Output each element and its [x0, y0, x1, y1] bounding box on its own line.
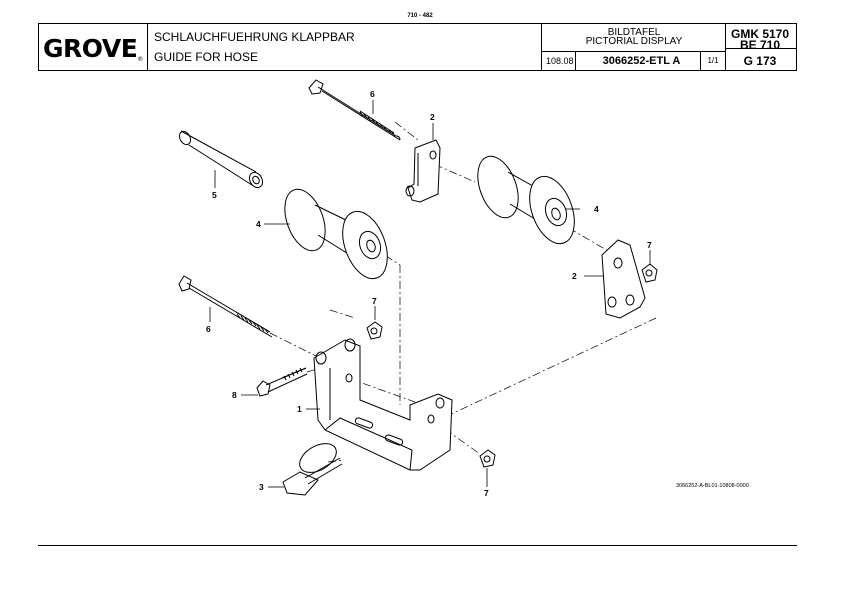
callout-1: 1	[297, 404, 302, 414]
grove-logo: GROVE®	[43, 34, 143, 63]
footer-rule	[38, 545, 797, 546]
section-label: BILDTAFEL PICTORIAL DISPLAY	[544, 27, 724, 47]
callout-6-top: 6	[370, 89, 375, 99]
callout-labels: 6 2 5 4 4 2 7 6 7 8 1 3 7	[206, 89, 652, 498]
page-number: G 173	[743, 54, 777, 68]
bolt-6-top	[308, 79, 401, 141]
revision-date: 108.08	[546, 56, 574, 66]
callout-5: 5	[212, 190, 217, 200]
bracket-2-top	[405, 139, 441, 203]
divider	[725, 24, 726, 70]
callout-8: 8	[232, 390, 237, 400]
sheet-number: 1/1	[707, 56, 719, 65]
roller-4-left	[284, 188, 388, 280]
title-english: GUIDE FOR HOSE	[154, 50, 259, 64]
callout-2-top: 2	[430, 112, 435, 122]
divider	[700, 51, 701, 70]
bracket-2-right	[601, 239, 646, 319]
roller-4-right	[477, 155, 575, 245]
divider	[147, 24, 148, 70]
bolt-6-left	[178, 275, 273, 338]
linch-pin-3	[282, 443, 343, 496]
tube-5	[178, 130, 264, 189]
nut-7-right	[641, 263, 658, 283]
model-line-1: GMK 5170	[730, 27, 790, 41]
nut-7-middle	[366, 321, 383, 340]
divider	[541, 51, 725, 52]
model-code: GMK 5170 BE 710	[727, 27, 793, 52]
callout-3: 3	[259, 482, 264, 492]
section-german: BILDTAFEL	[607, 27, 661, 38]
main-bracket-1	[313, 338, 453, 471]
callout-6-left: 6	[206, 324, 211, 334]
divider	[725, 48, 797, 49]
divider	[541, 24, 542, 70]
nut-7-bottom	[479, 449, 496, 468]
registered-mark: ®	[137, 56, 143, 63]
section-english: PICTORIAL DISPLAY	[585, 36, 683, 47]
part-number: 3066252-ETL A	[602, 55, 681, 67]
callout-4-left: 4	[256, 219, 261, 229]
callout-7-middle: 7	[372, 296, 377, 306]
callout-4-right: 4	[594, 204, 599, 214]
title-german: SCHLAUCHFUEHRUNG KLAPPBAR	[154, 30, 355, 44]
brand-name: GROVE	[43, 34, 138, 63]
title-block: GROVE® SCHLAUCHFUEHRUNG KLAPPBAR GUIDE F…	[38, 23, 797, 71]
assembly-lines	[269, 121, 657, 463]
page-reference: 710 - 482	[407, 13, 433, 19]
model-line-2: BE 710	[739, 38, 781, 52]
callout-2-right: 2	[572, 271, 577, 281]
callout-7-right: 7	[647, 240, 652, 250]
callout-7-bottom: 7	[484, 488, 489, 498]
divider	[575, 51, 576, 70]
leader-lines	[209, 100, 651, 488]
drawing-number: 3066252-A-BL01-10808-0000	[676, 483, 749, 489]
bolt-8	[256, 367, 308, 397]
